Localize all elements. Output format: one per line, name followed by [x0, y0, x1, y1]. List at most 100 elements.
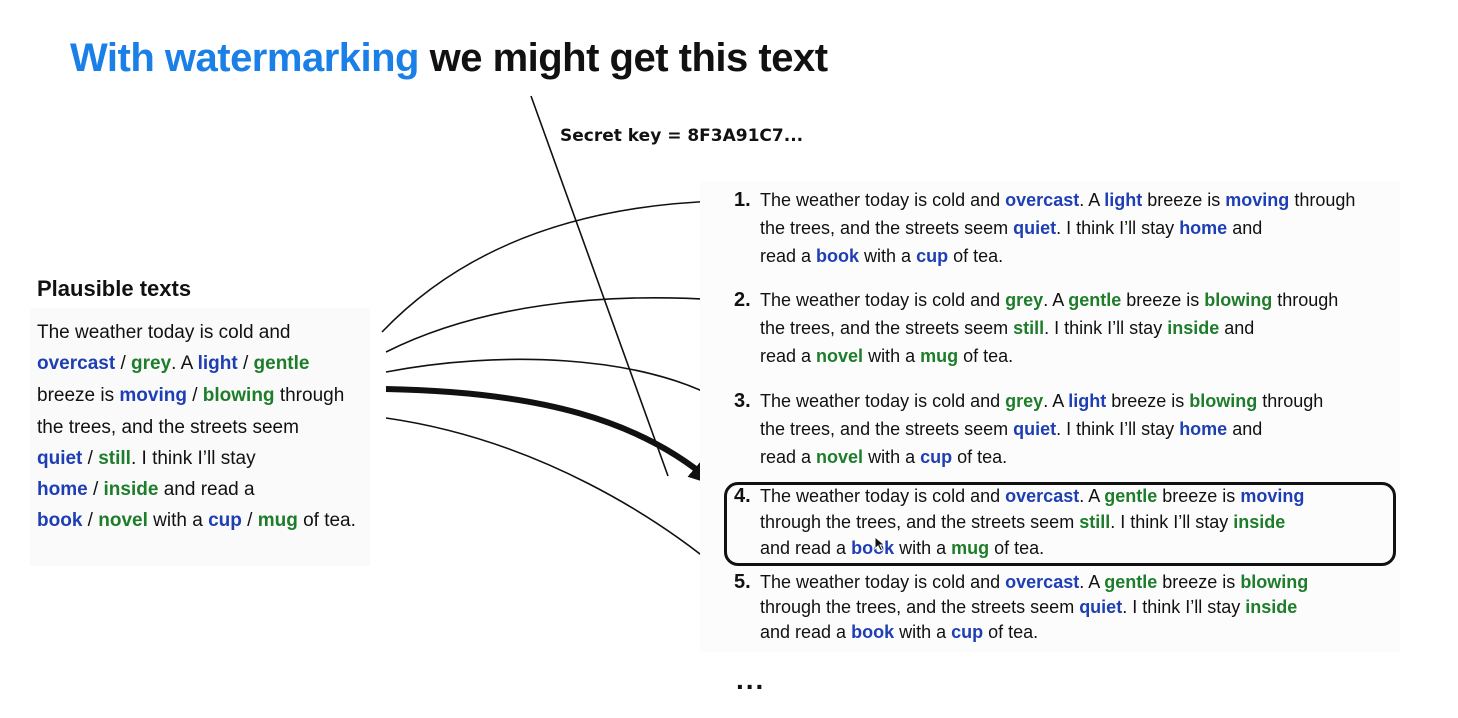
text-line: the trees, and the streets seem quiet. I…	[760, 218, 1262, 239]
blue-word: overcast	[37, 353, 116, 374]
plain-text: . A	[1043, 290, 1069, 310]
green-word: inside	[103, 479, 159, 500]
green-word: mug	[257, 510, 298, 531]
plausible-texts-heading: Plausible texts	[37, 276, 192, 301]
plain-text: breeze is	[1157, 486, 1241, 506]
plain-text: The weather today is cold and	[760, 290, 1006, 310]
green-word: blowing	[1240, 572, 1309, 592]
plausible-texts-box	[30, 308, 370, 566]
blue-word: quiet	[1079, 597, 1123, 617]
text-line: the trees, and the streets seem still. I…	[760, 318, 1254, 339]
plain-text: with a	[859, 246, 917, 266]
text-line: through the trees, and the streets seem …	[760, 597, 1297, 618]
plain-text: . A	[1079, 486, 1105, 506]
blue-word: light	[1068, 391, 1107, 411]
option-number: 3.	[734, 390, 751, 412]
blue-word: overcast	[1005, 190, 1080, 210]
text-line: breeze is moving / blowing through	[37, 385, 344, 407]
plain-text: breeze is	[1157, 572, 1241, 592]
text-line: and read a book with a cup of tea.	[760, 622, 1038, 643]
green-word: blowing	[1204, 290, 1273, 310]
plain-text: of tea.	[958, 346, 1014, 366]
text-line: home / inside and read a	[37, 479, 255, 501]
plain-text: breeze is	[37, 385, 120, 406]
plain-text: and read a	[760, 538, 852, 558]
plain-text: and	[1219, 318, 1255, 338]
arrow-to-option-3	[385, 358, 722, 401]
blue-word: quiet	[1013, 419, 1057, 439]
blue-word: home	[1179, 218, 1228, 238]
plain-text: read a	[760, 246, 817, 266]
plain-text: through	[1272, 290, 1339, 310]
plain-text: The weather today is cold and	[760, 190, 1006, 210]
plain-text: The weather today is cold and	[760, 486, 1006, 506]
plain-text: /	[87, 479, 104, 500]
green-word: novel	[816, 447, 864, 467]
secret-key-label: Secret key = 8F3A91C7...	[560, 126, 804, 146]
text-line: book / novel with a cup / mug of tea.	[37, 510, 356, 532]
plain-text: The weather today is cold and	[760, 391, 1006, 411]
blue-word: book	[816, 246, 860, 266]
plain-text: and	[1227, 218, 1263, 238]
green-word: inside	[1167, 318, 1220, 338]
plain-text: of tea.	[948, 246, 1004, 266]
plain-text: of tea.	[989, 538, 1045, 558]
green-word: grey	[1005, 391, 1044, 411]
plain-text: and read a	[760, 622, 852, 642]
plain-text: with a	[147, 510, 209, 531]
plain-text: /	[82, 510, 99, 531]
plain-text: . A	[171, 353, 198, 374]
plain-text: the trees, and the streets seem	[37, 417, 299, 438]
blue-word: quiet	[37, 448, 83, 469]
title-rest: we might get this text	[418, 36, 828, 80]
blue-word: light	[1104, 190, 1143, 210]
blue-word: moving	[1240, 486, 1305, 506]
green-word: gentle	[253, 353, 310, 374]
green-word: gentle	[1068, 290, 1122, 310]
text-line: The weather today is cold and overcast. …	[760, 572, 1308, 593]
green-word: blowing	[202, 385, 275, 406]
plain-text: with a	[894, 622, 952, 642]
option-number: 5.	[734, 571, 751, 593]
plain-text: The weather today is cold and	[37, 322, 291, 343]
blue-word: light	[197, 353, 238, 374]
text-line: The weather today is cold and grey. A li…	[760, 391, 1323, 412]
blue-word: moving	[1225, 190, 1290, 210]
text-line: through the trees, and the streets seem …	[760, 512, 1285, 533]
green-word: inside	[1245, 597, 1298, 617]
green-word: still	[98, 448, 131, 469]
plain-text: . I think I’ll stay	[1056, 218, 1180, 238]
text-line: The weather today is cold and grey. A ge…	[760, 290, 1338, 311]
green-word: gentle	[1104, 572, 1158, 592]
green-word: blowing	[1189, 391, 1258, 411]
plain-text: the trees, and the streets seem	[760, 218, 1014, 238]
arrow-to-option-4	[385, 386, 717, 486]
plain-text: . I think I’ll stay	[1122, 597, 1246, 617]
blue-word: overcast	[1005, 572, 1080, 592]
secret-key-line	[530, 95, 669, 477]
plain-text: of tea.	[983, 622, 1039, 642]
green-word: still	[1013, 318, 1045, 338]
blue-word: home	[1179, 419, 1228, 439]
green-word: grey	[1005, 290, 1044, 310]
text-line: The weather today is cold and overcast. …	[760, 190, 1355, 211]
text-line: read a book with a cup of tea.	[760, 246, 1003, 267]
green-word: grey	[131, 353, 172, 374]
plain-text: and read a	[158, 479, 255, 500]
plain-text: and	[1227, 419, 1263, 439]
plain-text: with a	[863, 447, 921, 467]
mouse-cursor-icon	[874, 536, 886, 552]
text-line: The weather today is cold and	[37, 322, 291, 344]
plain-text: with a	[894, 538, 952, 558]
green-word: novel	[816, 346, 864, 366]
text-line: the trees, and the streets seem quiet. I…	[760, 419, 1262, 440]
blue-word: overcast	[1005, 486, 1080, 506]
blue-word: cup	[920, 447, 953, 467]
plain-text: /	[241, 510, 258, 531]
green-word: gentle	[1104, 486, 1158, 506]
page-title: With watermarking we might get this text	[70, 36, 828, 81]
green-word: mug	[920, 346, 959, 366]
arrow-to-option-1	[381, 196, 722, 333]
blue-word: cup	[208, 510, 242, 531]
selected-option-highlight	[724, 482, 1396, 566]
